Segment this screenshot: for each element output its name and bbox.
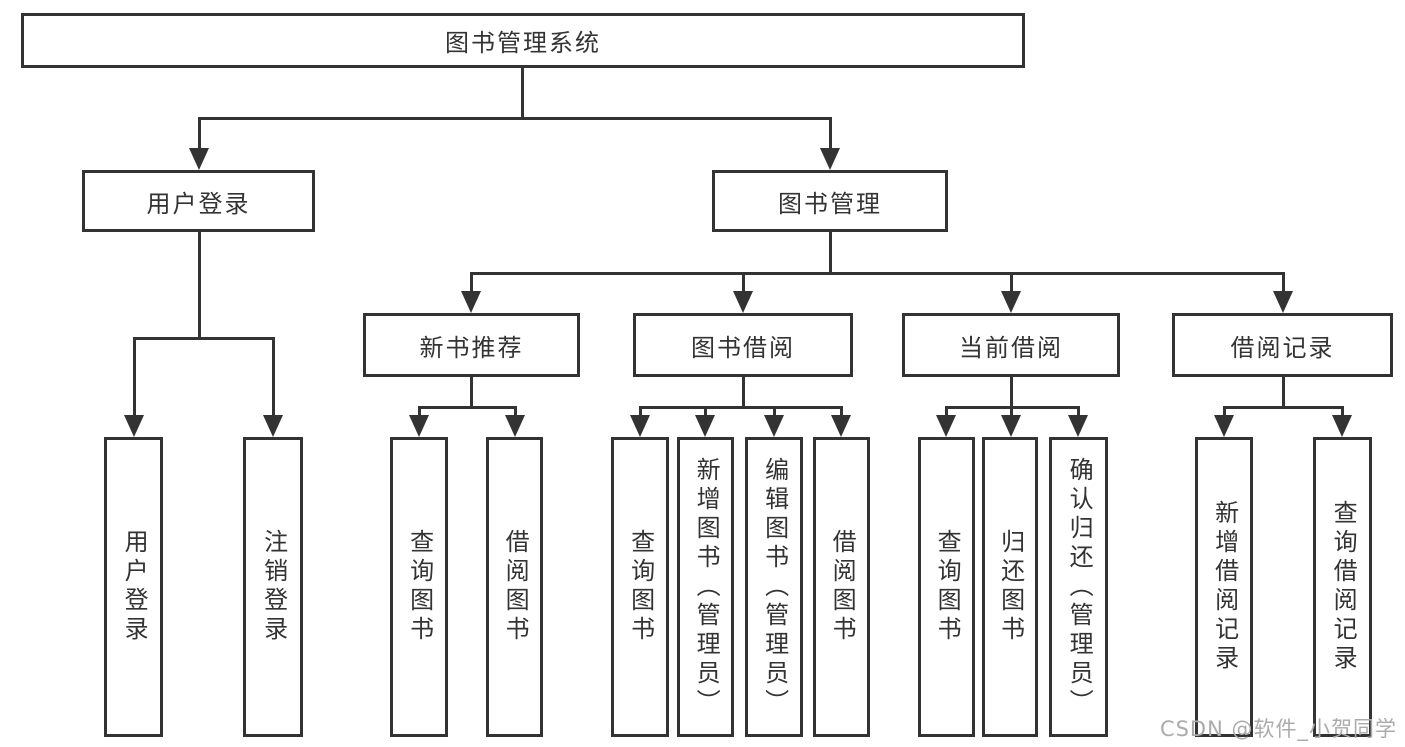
connector-line bbox=[271, 336, 275, 417]
node-user-login-label: 用户登录 bbox=[146, 189, 251, 218]
connector-line bbox=[1222, 405, 1226, 417]
arrow-down-icon bbox=[733, 291, 753, 313]
connector-line bbox=[132, 336, 136, 417]
connector-line bbox=[513, 405, 517, 417]
connector-line bbox=[1009, 405, 1013, 417]
node-library-management-system: 图书管理系统 bbox=[21, 13, 1025, 68]
leaf-user-login-action-label: 用户登录 bbox=[120, 529, 149, 645]
arrow-down-icon bbox=[1001, 291, 1021, 313]
leaf-query-books-current-label: 查询图书 bbox=[933, 529, 962, 645]
arrow-down-icon bbox=[1001, 415, 1021, 437]
node-borrowing-records: 借阅记录 bbox=[1172, 313, 1393, 377]
leaf-add-books-admin-label: 新增图书（管理员） bbox=[692, 456, 721, 718]
node-new-book-recommendation-label: 新书推荐 bbox=[419, 333, 524, 362]
connector-line bbox=[638, 405, 642, 417]
leaf-edit-books-admin: 编辑图书（管理员） bbox=[745, 437, 803, 737]
arrow-down-icon bbox=[505, 415, 525, 437]
connector-line bbox=[197, 232, 201, 340]
connector-line bbox=[828, 116, 832, 150]
connector-line bbox=[469, 377, 473, 409]
leaf-query-books-borrowing: 查询图书 bbox=[611, 437, 669, 737]
leaf-borrow-books-recommend: 借阅图书 bbox=[486, 437, 543, 737]
arrow-down-icon bbox=[1068, 415, 1088, 437]
connector-line bbox=[1340, 405, 1344, 417]
connector-line bbox=[197, 116, 201, 150]
connector-line bbox=[839, 405, 843, 417]
node-current-borrowing-label: 当前借阅 bbox=[959, 333, 1063, 362]
leaf-add-books-admin: 新增图书（管理员） bbox=[677, 437, 734, 737]
connector-line bbox=[1222, 405, 1344, 409]
connector-line bbox=[703, 405, 707, 417]
connector-line bbox=[1009, 271, 1013, 293]
leaf-borrow-books: 借阅图书 bbox=[813, 437, 870, 737]
node-book-borrowing: 图书借阅 bbox=[633, 313, 853, 377]
arrow-down-icon bbox=[695, 415, 715, 437]
arrow-down-icon bbox=[764, 415, 784, 437]
connector-line bbox=[638, 405, 843, 409]
node-book-management: 图书管理 bbox=[712, 170, 948, 232]
connector-line bbox=[132, 336, 275, 340]
leaf-query-books-borrowing-label: 查询图书 bbox=[626, 529, 655, 645]
node-book-borrowing-label: 图书借阅 bbox=[691, 333, 795, 362]
connector-line bbox=[1281, 377, 1285, 409]
node-book-management-label: 图书管理 bbox=[778, 189, 882, 218]
leaf-return-books: 归还图书 bbox=[982, 437, 1038, 737]
connector-line bbox=[1076, 405, 1080, 417]
connector-line bbox=[741, 271, 745, 293]
leaf-query-borrow-record: 查询借阅记录 bbox=[1313, 437, 1372, 737]
leaf-query-books-recommend-label: 查询图书 bbox=[405, 529, 434, 645]
arrow-down-icon bbox=[1332, 415, 1352, 437]
connector-line bbox=[772, 405, 776, 417]
arrow-down-icon bbox=[820, 148, 840, 170]
arrow-down-icon bbox=[1273, 291, 1293, 313]
node-new-book-recommendation: 新书推荐 bbox=[363, 313, 580, 377]
leaf-add-borrow-record: 新增借阅记录 bbox=[1195, 437, 1253, 737]
connector-line bbox=[417, 405, 517, 409]
arrow-down-icon bbox=[630, 415, 650, 437]
arrow-down-icon bbox=[831, 415, 851, 437]
leaf-confirm-return-admin-label: 确认归还（管理员） bbox=[1065, 456, 1094, 718]
leaf-borrow-books-label: 借阅图书 bbox=[828, 529, 857, 645]
node-current-borrowing: 当前借阅 bbox=[902, 313, 1120, 377]
arrow-down-icon bbox=[936, 415, 956, 437]
arrow-down-icon bbox=[409, 415, 429, 437]
leaf-confirm-return-admin: 确认归还（管理员） bbox=[1049, 437, 1108, 737]
leaf-borrow-books-recommend-label: 借阅图书 bbox=[501, 529, 530, 645]
csdn-watermark: CSDN @软件_小贺同学 bbox=[1159, 717, 1397, 741]
connector-line bbox=[1009, 377, 1013, 409]
leaf-logout: 注销登录 bbox=[243, 437, 303, 737]
leaf-query-books-current: 查询图书 bbox=[918, 437, 975, 737]
arrow-down-icon bbox=[263, 415, 283, 437]
node-borrowing-records-label: 借阅记录 bbox=[1230, 333, 1335, 362]
connector-line bbox=[741, 377, 745, 409]
leaf-logout-label: 注销登录 bbox=[259, 529, 288, 645]
connector-line bbox=[469, 271, 1285, 275]
leaf-add-borrow-record-label: 新增借阅记录 bbox=[1210, 500, 1239, 674]
leaf-return-books-label: 归还图书 bbox=[996, 529, 1025, 645]
leaf-query-borrow-record-label: 查询借阅记录 bbox=[1329, 500, 1358, 674]
node-library-management-system-label: 图书管理系统 bbox=[445, 29, 601, 57]
connector-line bbox=[520, 68, 524, 120]
connector-line bbox=[944, 405, 948, 417]
arrow-down-icon bbox=[189, 148, 209, 170]
node-user-login: 用户登录 bbox=[82, 170, 315, 232]
arrow-down-icon bbox=[461, 291, 481, 313]
connector-line bbox=[197, 116, 832, 120]
connector-line bbox=[417, 405, 421, 417]
connector-line bbox=[828, 232, 832, 275]
connector-line bbox=[469, 271, 473, 293]
arrow-down-icon bbox=[124, 415, 144, 437]
connector-line bbox=[1281, 271, 1285, 293]
arrow-down-icon bbox=[1214, 415, 1234, 437]
leaf-user-login-action: 用户登录 bbox=[104, 437, 163, 737]
leaf-edit-books-admin-label: 编辑图书（管理员） bbox=[760, 456, 789, 718]
leaf-query-books-recommend: 查询图书 bbox=[390, 437, 448, 737]
